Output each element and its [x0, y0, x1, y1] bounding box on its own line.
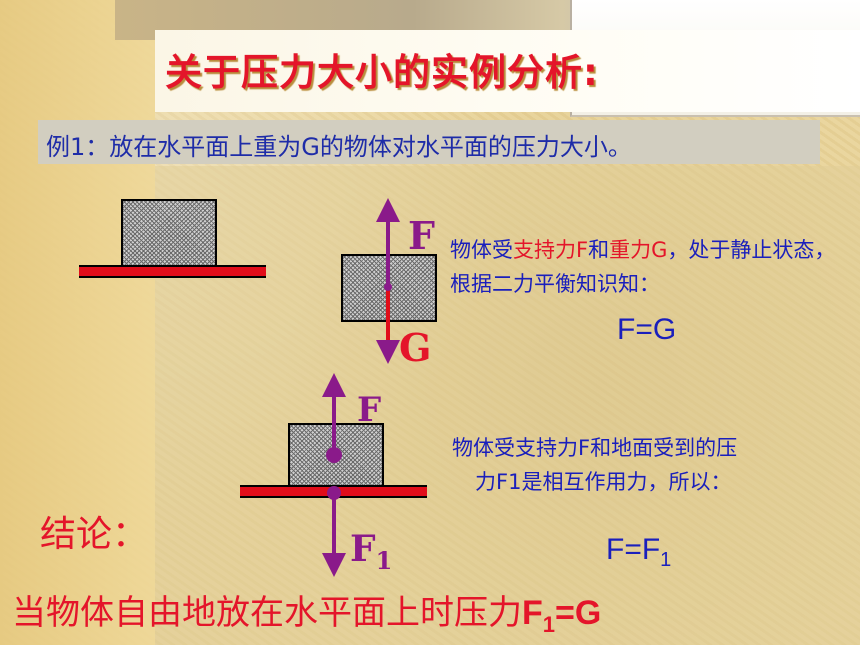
- formula-sub: 1: [542, 611, 556, 637]
- label-f1: F1: [350, 528, 392, 575]
- desc1-part1: 物体受: [450, 238, 513, 262]
- conclusion-label: 结论：: [40, 514, 149, 555]
- label-g: G: [399, 325, 432, 370]
- label-f1-sub: 1: [375, 546, 393, 576]
- example-text: 例1：放在水平面上重为G的物体对水平面的压力大小。: [46, 133, 632, 161]
- description-2: 物体受支持力F和地面受到的压力F1是相互作用力，所以：: [452, 431, 852, 499]
- label-f-2: F: [357, 390, 381, 430]
- support-force-term: 支持力F: [513, 238, 589, 262]
- conclusion-sentence: 当物体自由地放在水平面上时压力: [12, 593, 522, 633]
- slide-title: 关于压力大小的实例分析:: [165, 51, 599, 94]
- conclusion-formula: F1=G: [522, 594, 602, 637]
- left-decor-strip: [0, 0, 155, 645]
- gravity-term: 重力G: [609, 238, 668, 262]
- eq2-main: F=F: [606, 533, 661, 566]
- desc1-part2: 和: [588, 238, 610, 262]
- label-f-2-text: F: [357, 390, 382, 430]
- formula-tail: =G: [555, 594, 602, 632]
- description-1: 物体受支持力F和重力G，处于静止状态，根据二力平衡知识知：: [450, 233, 855, 301]
- desc2-line1: 物体受支持力F和地面受到的压: [452, 436, 738, 460]
- formula-main: F: [522, 594, 543, 632]
- label-f1-main: F: [350, 528, 376, 570]
- center-dot: [326, 447, 342, 463]
- label-f-1: F: [408, 213, 435, 258]
- title-bar: [155, 30, 860, 112]
- equation-f-g: F=G: [617, 313, 677, 346]
- desc1-part3: ，处于静止状态，根据二力平衡知识知：: [450, 238, 836, 296]
- desc2-line2: 力F1是相互作用力，所以：: [475, 470, 732, 494]
- block-resting: [121, 199, 217, 267]
- example-bar: [38, 120, 820, 164]
- conclusion-text: 当物体自由地放在水平面上时压力F1=G: [12, 585, 601, 638]
- equation-f-f1: F=F1: [606, 533, 671, 572]
- content-panel: [155, 166, 860, 645]
- eq2-sub: 1: [660, 549, 672, 571]
- floor-surface: [79, 265, 266, 278]
- contact-dot-1: [384, 283, 392, 291]
- contact-dot-2: [327, 486, 341, 500]
